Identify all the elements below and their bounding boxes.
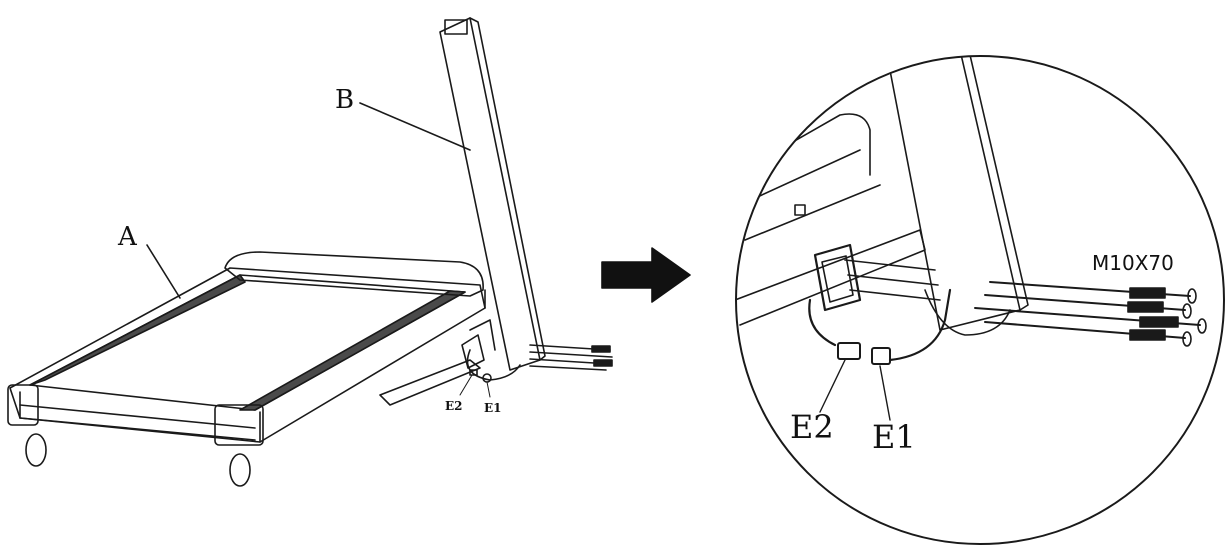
label-a: A [117,222,138,252]
wheel-right [229,453,251,487]
bolt-heads-small-2 [593,359,613,367]
connector-e2-small [469,369,478,376]
label-e2-large: E2 [790,408,834,446]
post-top-cap [444,19,468,35]
detail-motor-cover [736,113,871,176]
detail-post-side [959,56,1029,311]
detail-mount-plate [813,243,862,312]
upright-post-body [439,17,541,371]
upright-post-drawing [439,17,613,383]
detail-hole [794,204,806,216]
bolt-heads-small-1 [591,345,611,353]
treadmill-base-drawing [7,251,496,487]
detail-view [735,55,1225,545]
label-e1-small: E1 [484,401,502,415]
leader-line-e1-large [879,365,891,421]
leader-line-a [146,244,181,299]
leader-line-e2-small [459,374,473,396]
detail-post-body [887,56,1021,331]
detail-mount-plate-inner [821,255,854,303]
left-belt-strip [29,274,246,386]
upright-post-side [469,17,546,361]
bolts-small [529,344,613,371]
support-bar [379,359,481,406]
label-e1-large: E1 [872,418,916,456]
leader-line-e2-large [819,359,846,413]
detail-inner-rods [844,259,941,301]
wheel-left [25,433,47,467]
frame-bracket [469,319,496,351]
label-bolt-spec: M10X70 [1092,251,1174,275]
leader-line-e1-small [486,381,491,398]
front-rail [19,404,256,441]
front-end-cap-right [214,404,264,446]
detail-bolts [974,281,1207,347]
detail-deck-lines [739,149,881,241]
detail-connector-e1 [871,347,891,365]
mount-plate [461,334,485,369]
right-belt-strip [239,290,466,411]
label-b: B [335,85,354,115]
front-end-cap-left [7,384,39,426]
detail-cable [808,288,952,362]
deck-surface [29,274,466,411]
leader-line-b [359,102,471,151]
motor-cover [224,251,484,297]
label-e2-small: E2 [445,399,463,413]
detail-connector-e2 [837,342,861,360]
base-outer-frame [9,267,486,443]
direction-arrow [601,247,691,303]
detail-frame-rail [736,229,926,326]
